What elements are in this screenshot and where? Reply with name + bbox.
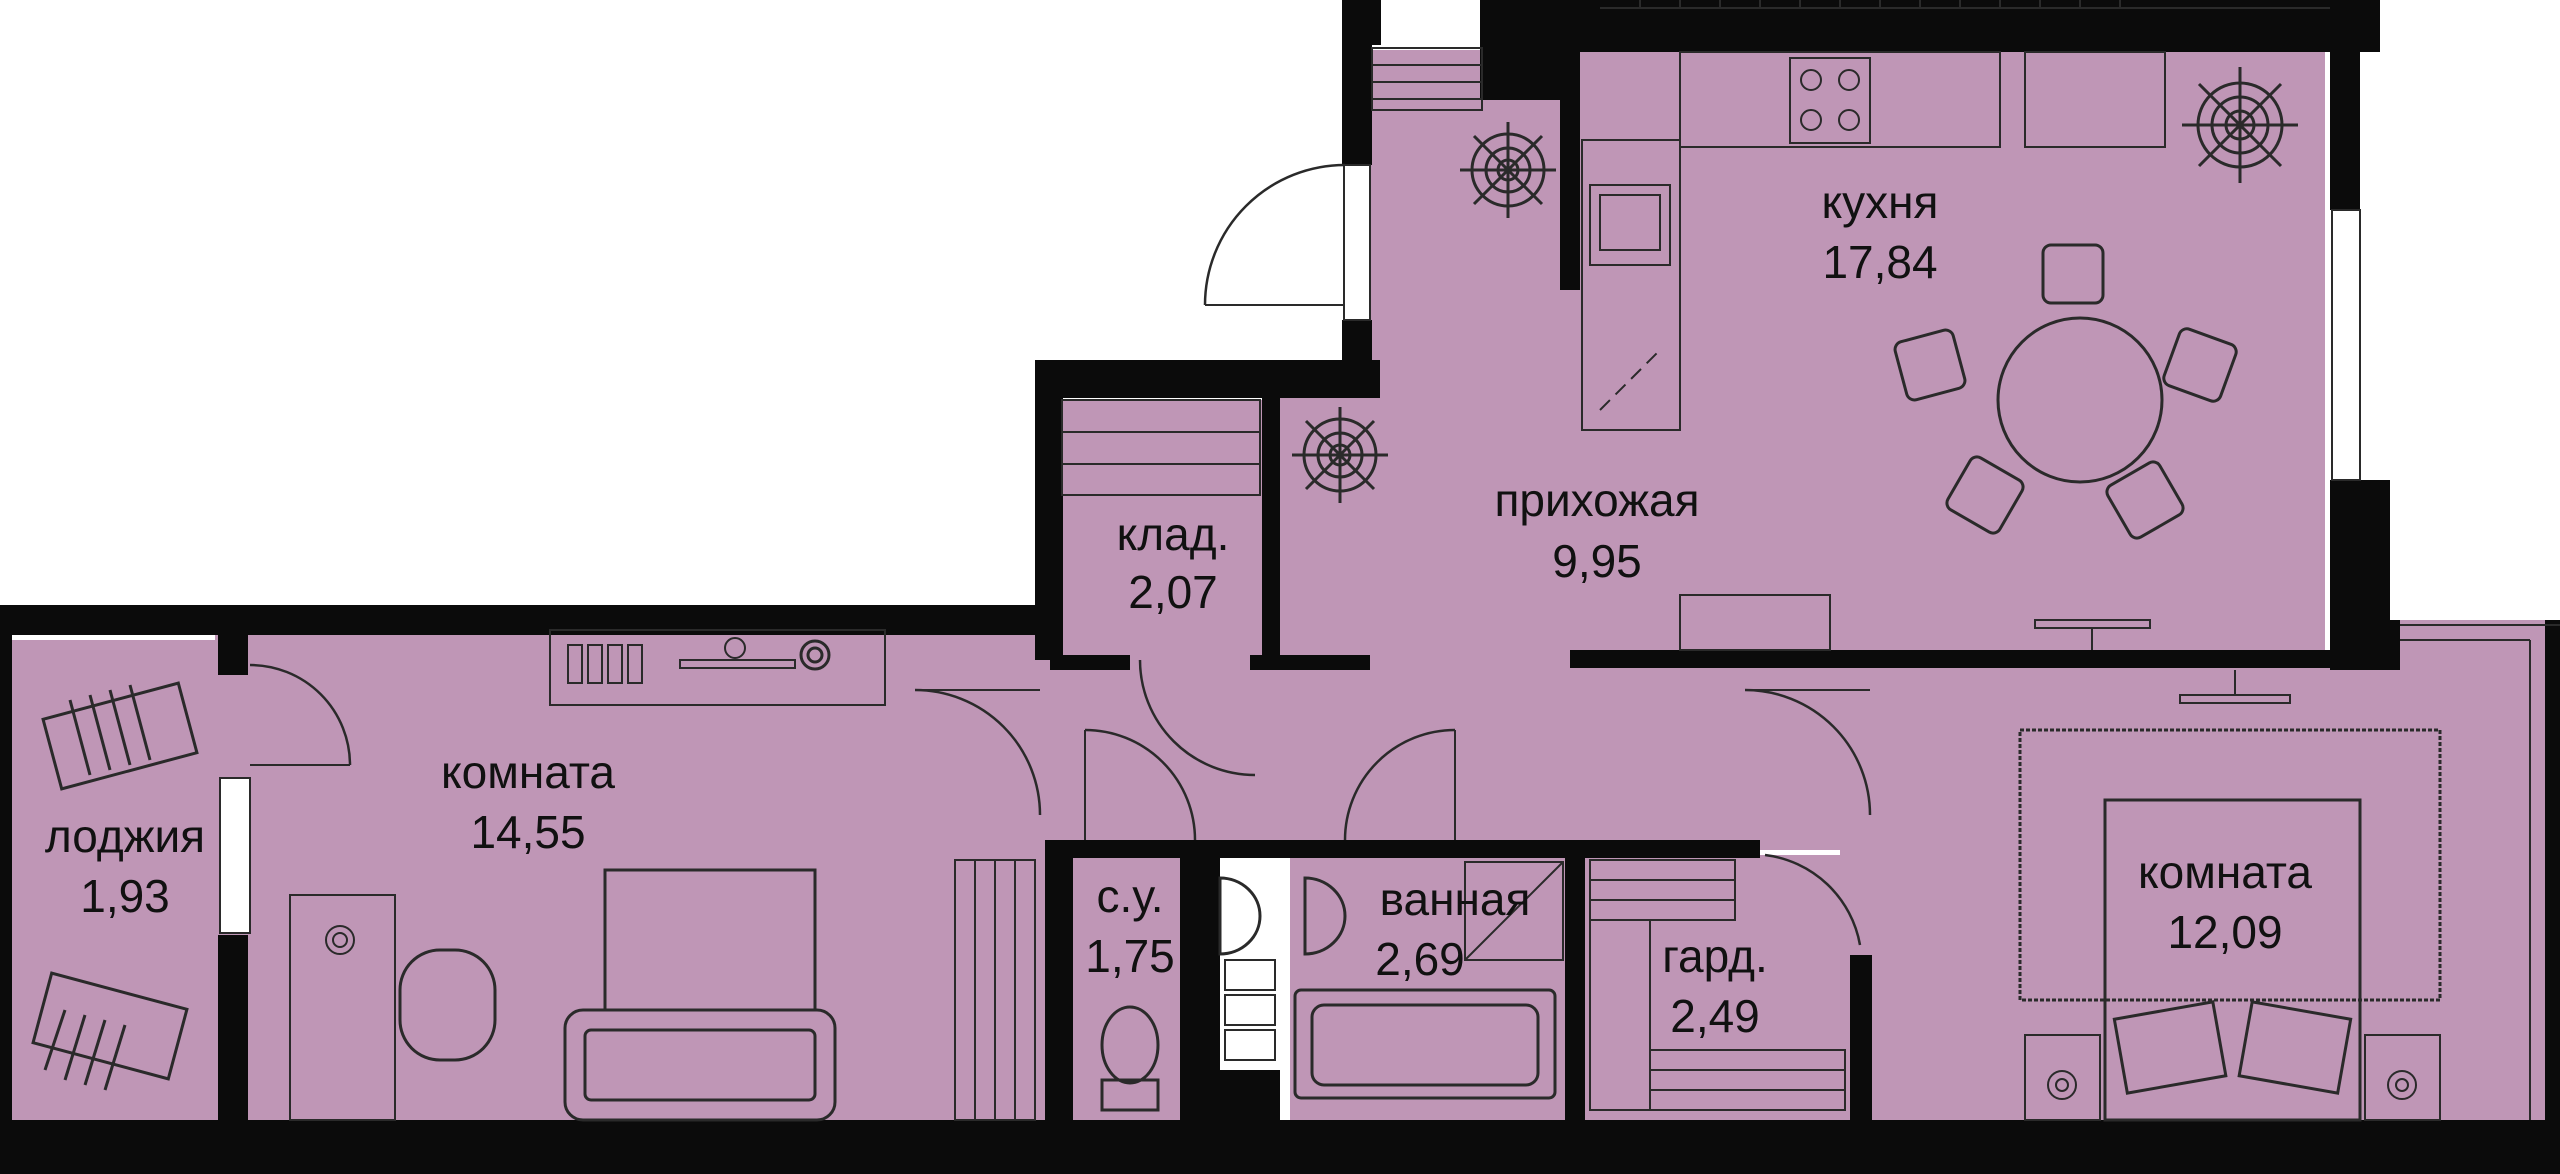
bathroom-area: 2,69 (1375, 933, 1465, 985)
window-kitchen (2331, 209, 2361, 481)
wc-area: 1,75 (1085, 930, 1175, 982)
wall-storage-bottom-r (1250, 655, 1370, 670)
chair-icon (1893, 243, 2238, 540)
window-entrance (1343, 164, 1371, 321)
wall-shelf (549, 629, 886, 706)
wc-floor (1070, 855, 1185, 1120)
wall-top-small (1365, 0, 1381, 45)
wall-shaft-block (1480, 40, 1570, 100)
wall-top-left (1342, 0, 1372, 20)
wall-wc-bottom-block (1180, 1070, 1280, 1120)
wc-door (1084, 728, 1197, 841)
stove-icon (1789, 57, 1871, 144)
wall-room1-top (0, 605, 1045, 635)
kitchen-counter-left (1581, 139, 1681, 431)
kitchen-area: 17,84 (1822, 236, 1937, 288)
storage-floor (1060, 400, 1270, 660)
room1-floor (215, 630, 1045, 1120)
wall-right-mid (2330, 480, 2390, 670)
bed-icon (2103, 798, 2362, 1122)
top-edge-marks (1600, 0, 2330, 9)
wall-kitchen-bottom (1570, 650, 2360, 668)
wall-right-upper (2330, 0, 2360, 210)
toilet-icon (1100, 1005, 1160, 1112)
entrance-door (1203, 163, 1346, 306)
wall-left (0, 605, 12, 1120)
room2-furniture (2018, 670, 2442, 1122)
storage-name: клад. (1117, 508, 1230, 560)
wall-loggia-right (218, 635, 248, 675)
room2-door (1744, 688, 1872, 816)
wall-loggia-right-lower (218, 935, 248, 1120)
bathtub-icon (1293, 988, 1557, 1100)
storage-door (1138, 659, 1256, 777)
floor-areas (10, 50, 2555, 1125)
room2-rug (2018, 728, 2442, 1002)
kitchen-counter-right (2024, 51, 2166, 148)
hallway-name: прихожая (1494, 474, 1699, 526)
loggia-name: лоджия (45, 810, 205, 862)
wardrobe-door (1764, 853, 1862, 946)
wall-storage-bottom-l (1050, 655, 1130, 670)
wall-wc-left (1045, 840, 1073, 1120)
wall-wardrobe-right (1850, 955, 1872, 1120)
desk (289, 894, 396, 1121)
wardrobe-area: 2,49 (1670, 990, 1760, 1042)
kitchen-counter-top (1679, 51, 2001, 148)
hall-shelving (1371, 47, 1483, 111)
wall-loggia-left-lower (0, 1050, 12, 1120)
sink-icon (1218, 876, 1347, 956)
wall-room2-left-top (2390, 620, 2400, 670)
washing-machine (1464, 861, 1564, 961)
room1-furniture (289, 629, 1036, 1122)
kitchen-furniture (1581, 51, 2238, 651)
room2-name: комната (2138, 846, 2312, 898)
room-labels: кухня 17,84 прихожая 9,95 клад. 2,07 ком… (45, 176, 2312, 1042)
wardrobe-shelves (1589, 859, 1846, 1111)
wall-storage-right (1262, 398, 1280, 658)
tv-icon (2179, 670, 2291, 704)
loggia-area: 1,93 (80, 870, 170, 922)
wall-right-lower (2545, 620, 2560, 1120)
doors (249, 163, 1872, 946)
wardrobe-name: гард. (1662, 930, 1768, 982)
kitchen-name: кухня (1822, 176, 1939, 228)
wall-bottom (0, 1120, 2560, 1174)
plant-icon (799, 67, 2298, 671)
wc-name: с.у. (1097, 870, 1164, 922)
balcony-strip (2395, 620, 2555, 1120)
window-loggia (219, 777, 251, 934)
room2-area: 12,09 (2167, 906, 2282, 958)
wall-bath-right (1565, 855, 1585, 1120)
wall-wardrobe-top (1580, 840, 1760, 858)
wall-storage-left (1035, 360, 1063, 660)
storage-shelving (1061, 399, 1261, 496)
wardrobe-floor (1580, 855, 1870, 1120)
rug (603, 868, 817, 1012)
room1-area: 14,55 (470, 806, 585, 858)
room1-door (914, 688, 1042, 816)
tv-icon (2034, 619, 2151, 650)
bathroom-name: ванная (1380, 873, 1531, 925)
bath-door (1343, 728, 1456, 841)
sink-icon (1589, 184, 1671, 266)
dining-table (1996, 316, 2164, 484)
windows (219, 164, 2560, 1120)
room1-name: комната (441, 746, 615, 798)
lounger-icon (31, 681, 199, 1091)
kitchen-floor (1560, 50, 2325, 662)
kitchen-sideboard (1679, 594, 1831, 651)
bathroom-floor (1290, 855, 1570, 1120)
wall-hall-kitchen (1560, 50, 1580, 290)
loggia-door (249, 663, 352, 766)
wall-entrance-lower (1342, 320, 1372, 380)
armchair-icon (398, 948, 497, 1062)
wall-wc-top (1045, 840, 1585, 858)
hallway-area: 9,95 (1552, 535, 1642, 587)
wall-storage-top (1035, 360, 1380, 398)
storage-area: 2,07 (1128, 566, 1218, 618)
